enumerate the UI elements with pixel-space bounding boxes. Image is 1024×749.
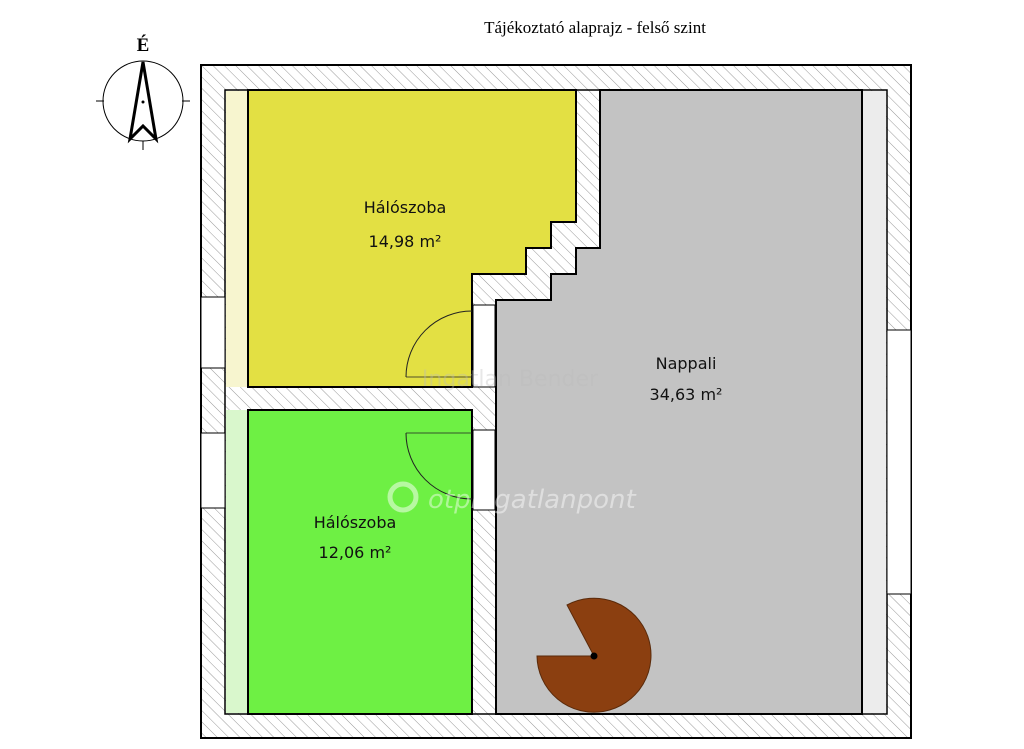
window xyxy=(200,432,226,509)
door-swing-icon xyxy=(405,432,473,500)
north-compass-icon: É xyxy=(96,34,190,150)
window xyxy=(200,296,226,369)
otp-watermark-logo: otpingatlanpont xyxy=(387,481,636,515)
plan-title: Tájékoztató alaprajz - felső szint xyxy=(484,18,706,37)
room-area: 12,06 m² xyxy=(319,543,392,562)
wall-lining xyxy=(862,91,886,713)
door-opening xyxy=(472,304,496,388)
wall-lining xyxy=(226,91,248,387)
room-bedroom-2 xyxy=(247,409,473,715)
room-bedroom-1 xyxy=(247,89,577,388)
door-opening xyxy=(472,429,496,511)
room-name: Nappali xyxy=(656,354,717,373)
door-swing-icon xyxy=(405,310,473,378)
window xyxy=(886,329,912,595)
room-living xyxy=(495,89,863,715)
room-area: 14,98 m² xyxy=(369,232,442,251)
watermark-secondary: Ingatlan Bender xyxy=(422,367,599,392)
wall-lining xyxy=(226,410,248,713)
room-area: 34,63 m² xyxy=(650,385,723,404)
north-label: É xyxy=(137,34,150,56)
room-name: Hálószoba xyxy=(364,198,447,217)
room-name: Hálószoba xyxy=(314,513,397,532)
watermark-main: otpingatlanpont xyxy=(428,485,636,515)
